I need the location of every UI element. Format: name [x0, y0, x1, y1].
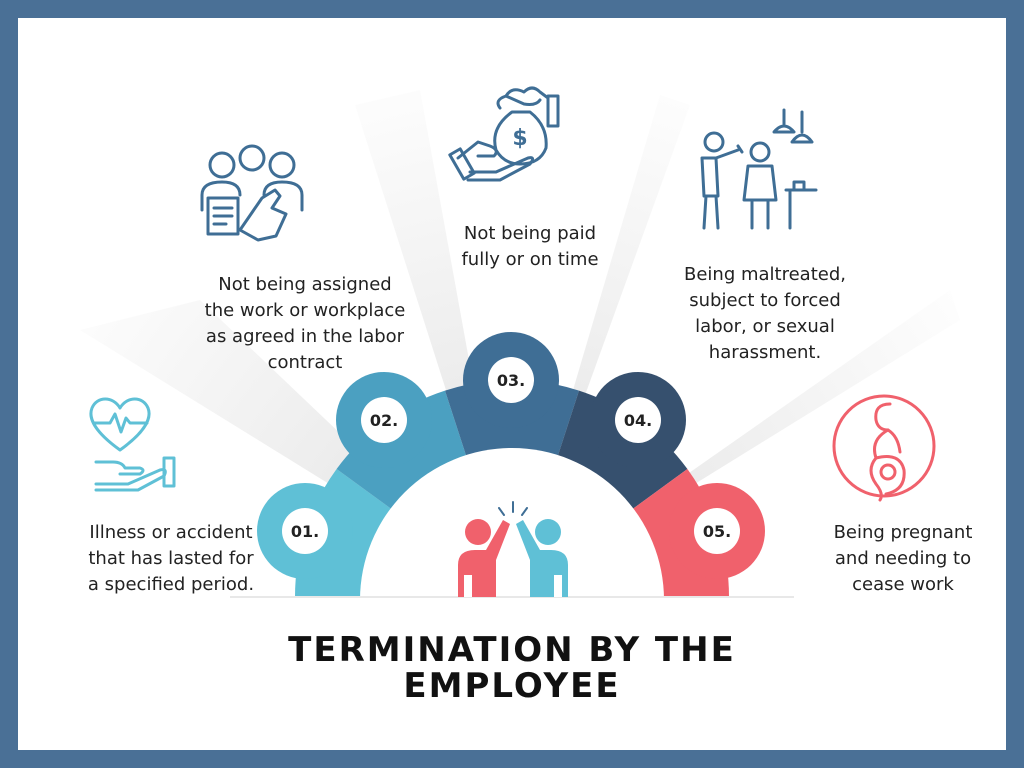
page-title: TERMINATION BY THE EMPLOYEE: [0, 632, 1024, 704]
label-line: Being maltreated,: [684, 264, 846, 285]
number-badges: 01. 02. 03. 04. 05.: [282, 357, 740, 554]
inner-half-disc: [360, 448, 664, 600]
pregnancy-icon: [832, 394, 936, 502]
label-item-05: Being pregnant and needing to cease work: [808, 520, 998, 598]
label-line: Being pregnant: [833, 522, 973, 543]
label-line: fully or on time: [461, 249, 599, 270]
label-line: contract: [267, 352, 343, 373]
number-05: 05.: [703, 522, 731, 541]
heart-care-icon: [89, 397, 176, 492]
label-item-03: Not being paid fully or on time: [430, 221, 630, 273]
title-line-2: EMPLOYEE: [403, 666, 621, 706]
label-line: harassment.: [708, 342, 822, 363]
label-item-04: Being maltreated, subject to forced labo…: [660, 262, 870, 366]
label-line: Not being paid: [463, 223, 597, 244]
svg-text:$: $: [512, 126, 527, 151]
label-line: that has lasted for: [88, 548, 254, 569]
label-line: as agreed in the labor: [205, 326, 405, 347]
label-line: cease work: [852, 574, 954, 595]
number-01: 01.: [291, 522, 319, 541]
label-line: subject to forced: [689, 290, 841, 311]
label-item-02: Not being assigned the work or workplace…: [180, 272, 430, 376]
money-hand-icon: $: [448, 86, 560, 182]
assignment-icon: [200, 144, 304, 242]
label-line: and needing to: [834, 548, 972, 569]
infographic-card: 01. 02. 03. 04. 05.: [18, 18, 1006, 750]
label-line: labor, or sexual: [695, 316, 835, 337]
diagram-canvas: 01. 02. 03. 04. 05.: [80, 86, 960, 677]
segment-ring: [200, 332, 824, 677]
number-02: 02.: [370, 411, 398, 430]
number-04: 04.: [624, 411, 652, 430]
label-line: the work or workplace: [204, 300, 406, 321]
label-item-01: Illness or accident that has lasted for …: [56, 520, 286, 598]
label-line: Not being assigned: [218, 274, 392, 295]
high-five-icon: [458, 501, 568, 597]
label-line: Illness or accident: [89, 522, 253, 543]
number-03: 03.: [497, 371, 525, 390]
label-line: a specified period.: [87, 574, 255, 595]
maltreatment-icon: [700, 108, 818, 230]
title-line-1: TERMINATION BY THE: [288, 630, 736, 670]
